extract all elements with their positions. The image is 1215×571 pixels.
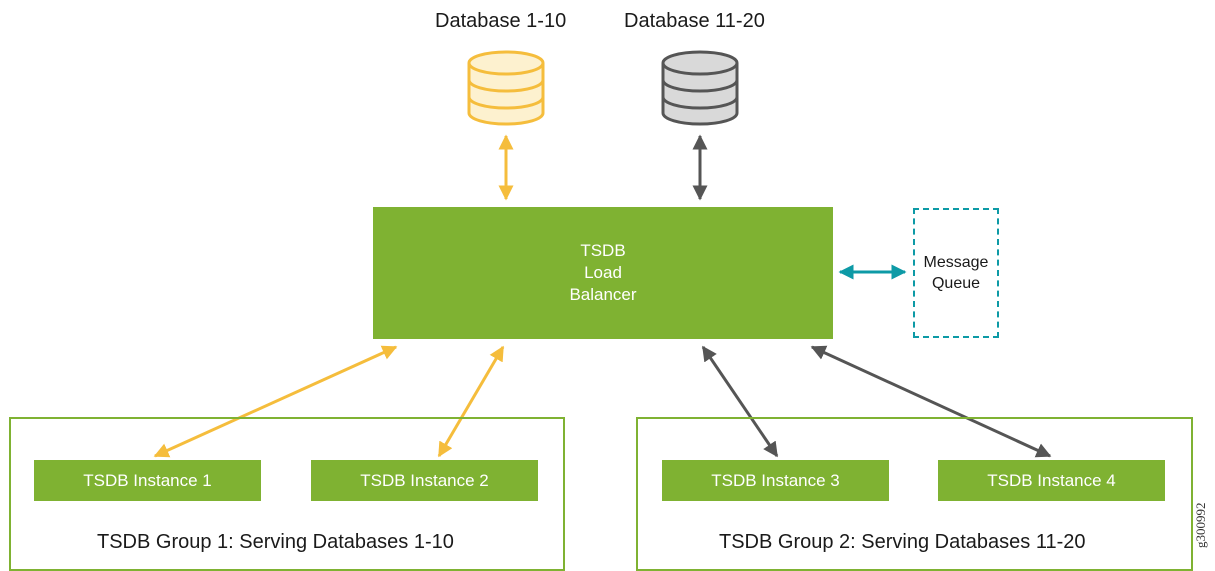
tsdb-instance-3: TSDB Instance 3 [662, 460, 889, 501]
message-queue-line-1: Message [923, 254, 989, 271]
arrow-lb-instance-4 [810, 345, 1052, 458]
load-balancer-line-1: TSDB [580, 241, 626, 260]
database-1-10-icon [467, 50, 545, 126]
tsdb-group-2-label: TSDB Group 2: Serving Databases 11-20 [719, 531, 1086, 553]
message-queue: Message Queue [913, 208, 999, 338]
tsdb-instance-4: TSDB Instance 4 [938, 460, 1165, 501]
load-balancer-line-2: Load [584, 263, 622, 282]
arrow-lb-instance-1 [153, 345, 398, 458]
tsdb-instance-2: TSDB Instance 2 [311, 460, 538, 501]
tsdb-instance-1: TSDB Instance 1 [34, 460, 261, 501]
database-11-20-icon [661, 50, 739, 126]
database-1-10-label: Database 1-10 [435, 10, 567, 32]
load-balancer-line-3: Balancer [569, 285, 637, 304]
tsdb-load-balancer: TSDB Load Balancer [373, 207, 833, 339]
tsdb-group-1-label: TSDB Group 1: Serving Databases 1-10 [97, 531, 454, 553]
figure-id: g300992 [1193, 502, 1208, 549]
message-queue-line-2: Queue [931, 275, 981, 292]
arrow-lb-instance-3 [701, 345, 779, 458]
database-11-20-label: Database 11-20 [624, 10, 765, 32]
arrow-lb-instance-2 [437, 345, 505, 458]
